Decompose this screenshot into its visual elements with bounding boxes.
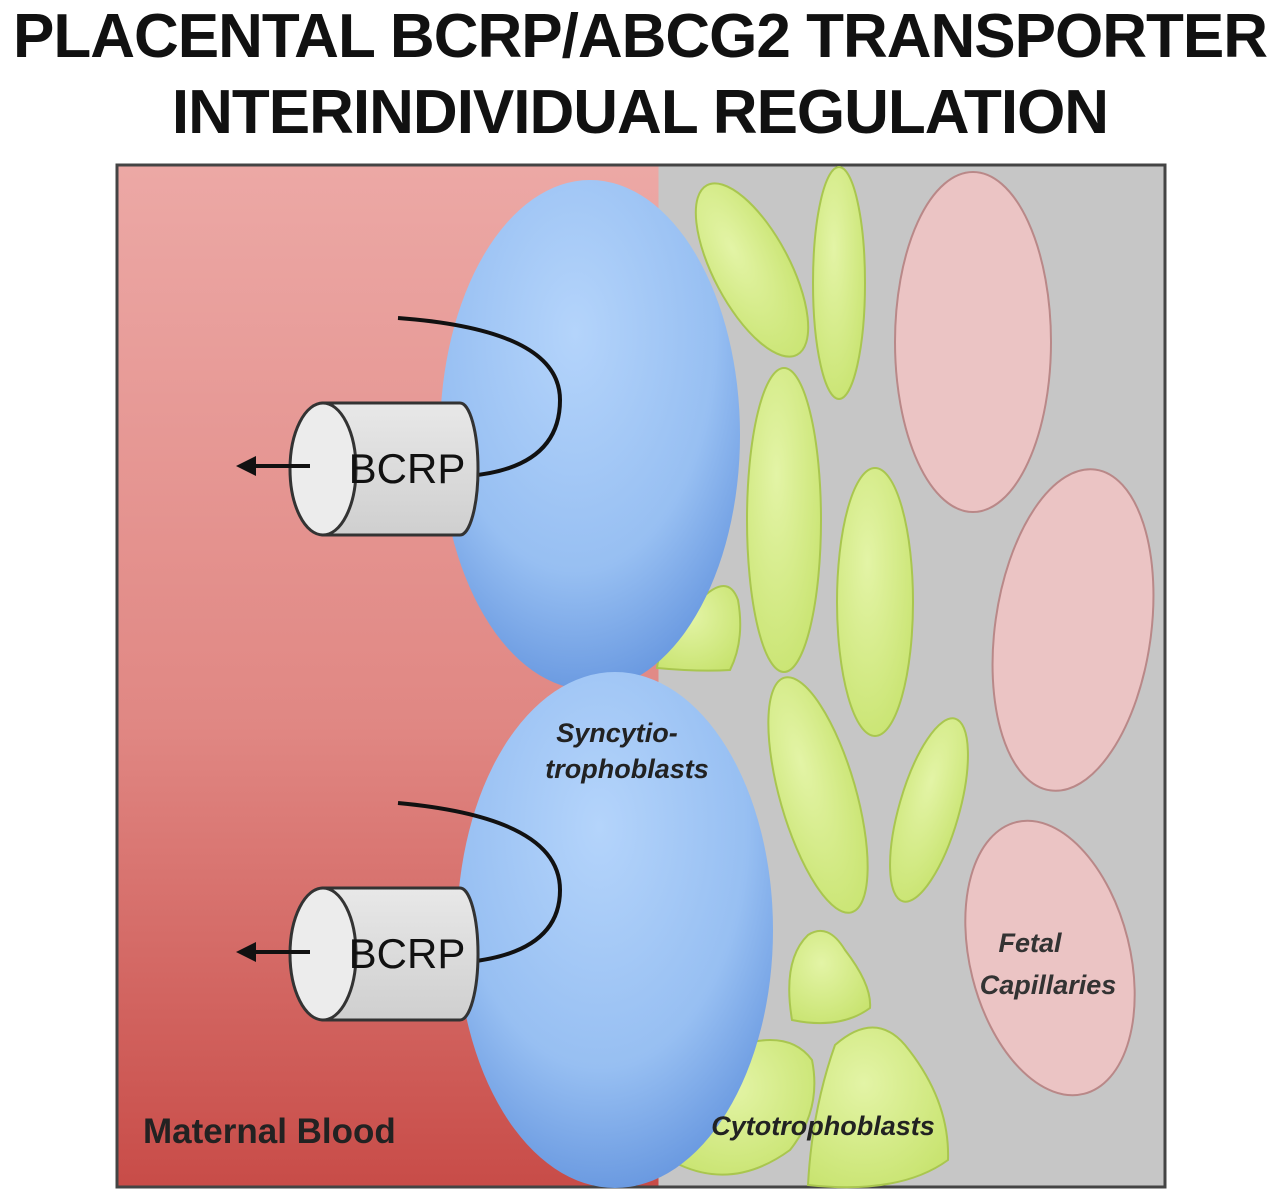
maternal-blood-label: Maternal Blood <box>143 1112 396 1151</box>
transporter-label-top: BCRP <box>349 445 466 492</box>
fetal-capillary <box>964 819 1136 1097</box>
left-arrow-icon <box>236 456 256 476</box>
fetal-capillaries <box>894 171 1155 1097</box>
cytotrophoblast-cell <box>746 367 822 673</box>
cytotrophoblast-cell <box>806 1026 950 1189</box>
transporter-cylinder-end <box>288 401 358 537</box>
syncytiotrophoblasts-label-line-2: trophoblasts <box>545 754 709 784</box>
syncytiotrophoblast-cell <box>440 180 740 690</box>
transporter-cylinder-body <box>321 401 480 537</box>
transporter-cylinder-body <box>321 886 480 1022</box>
cytotrophoblast-cell <box>767 676 869 914</box>
syncytiotrophoblasts <box>440 180 773 1188</box>
fetal-capillaries-label-line-2: Capillaries <box>980 970 1117 1000</box>
transporter-tether <box>397 316 563 478</box>
fetal-capillaries-label-line-1: Fetal <box>998 928 1062 958</box>
left-arrow-icon <box>236 942 256 962</box>
bcrp-transporter-top: BCRP <box>236 316 563 537</box>
cytotrophoblasts <box>655 166 969 1189</box>
bcrp-transporter-bottom: BCRP <box>236 801 563 1022</box>
transporter-tether <box>397 801 563 964</box>
cytotrophoblasts-label: Cytotrophoblasts <box>711 1111 935 1141</box>
transporter-label-bottom: BCRP <box>349 930 466 977</box>
title-line-2: INTERINDIVIDUAL REGULATION <box>171 78 1109 147</box>
syncytiotrophoblasts-label-line-1: Syncytio- <box>556 718 678 748</box>
title-line-1: PLACENTAL BCRP/ABCG2 TRANSPORTER <box>13 2 1268 71</box>
cytotrophoblast-cell <box>836 467 914 737</box>
cytotrophoblast-cell <box>694 182 810 358</box>
fetal-capillary <box>894 171 1052 513</box>
fetal-capillary <box>991 468 1155 792</box>
cytotrophoblast-cell <box>788 930 872 1025</box>
cytotrophoblast-cell <box>812 166 866 400</box>
cytotrophoblast-cell <box>889 717 969 903</box>
syncytiotrophoblast-cell <box>457 672 773 1188</box>
